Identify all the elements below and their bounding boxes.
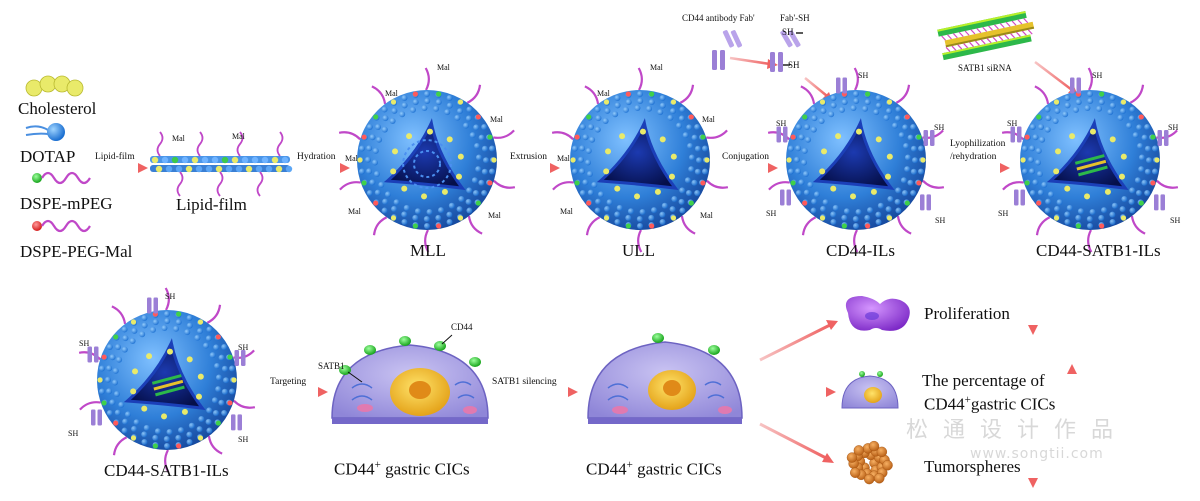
lipid-film-graphic	[150, 131, 293, 197]
legend-dspe-peg-mal: DSPE-PEG-Mal	[20, 242, 133, 261]
tag-mal: Mal	[172, 134, 185, 143]
step-extrusion: Extrusion	[510, 152, 547, 162]
tag-mal: Mal	[702, 115, 715, 124]
sirna-icon	[937, 11, 1035, 61]
reagent-fab-sh: Fab'-SH	[780, 13, 810, 23]
tag-mal: Mal	[597, 89, 610, 98]
arrows	[92, 56, 1078, 488]
gastric-cic-cell-1	[331, 334, 489, 424]
gastric-cic-cell-2	[587, 333, 743, 424]
outcome-proliferation: Proliferation	[924, 304, 1010, 323]
tag-sh: SH	[79, 339, 90, 348]
cholesterol-icon	[25, 75, 84, 97]
tag-mal: Mal	[385, 89, 398, 98]
legend-dspe-mpeg: DSPE-mPEG	[20, 194, 113, 213]
dspe-mpeg-icon	[32, 171, 91, 185]
watermark-chars: 松 通 设 计 作 品	[906, 418, 1117, 443]
product-lipid-film: Lipid-film	[176, 195, 247, 214]
step-lipid-film: Lipid-film	[95, 152, 135, 162]
step-satb1-silencing: SATB1 silencing	[492, 377, 557, 387]
step-conjugation: Conjugation	[722, 152, 769, 162]
cd44-satb1-ils-liposome	[1001, 67, 1179, 253]
tag-sh: SH	[238, 343, 249, 352]
outcome-tumorspheres: Tumorspheres	[924, 457, 1021, 476]
step-lyophilization: Lyophilization	[950, 139, 1006, 149]
fab-sh-icon	[770, 30, 803, 72]
tag-mal: Mal	[437, 63, 450, 72]
tag-sh: SH	[1168, 123, 1179, 132]
product-cd44-ils: CD44-ILs	[826, 241, 895, 260]
tag-mal: Mal	[560, 207, 573, 216]
step-targeting: Targeting	[270, 377, 307, 387]
dspe-peg-mal-icon	[32, 219, 91, 233]
watermark-url: www.songtii.com	[970, 446, 1104, 462]
tag-sh: SH	[1007, 119, 1018, 128]
tag-sh-fab-2: SH	[788, 60, 800, 70]
outcome-percentage-1: The percentage of	[922, 371, 1045, 390]
product-ull: ULL	[622, 241, 656, 260]
tag-mal: Mal	[348, 207, 361, 216]
tag-sh: SH	[165, 292, 176, 301]
cell-label-2: CD44+ gastric CICs	[586, 459, 722, 479]
tag-mal: Mal	[650, 63, 663, 72]
tag-sh: SH	[68, 429, 79, 438]
fab-fragment-icon	[712, 30, 743, 70]
tag-sh: SH	[766, 209, 777, 218]
step-hydration: Hydration	[297, 152, 336, 162]
tag-sh: SH	[998, 209, 1009, 218]
tag-sh: SH	[858, 71, 869, 80]
product-cd44-satb1-ils: CD44-SATB1-ILs	[1036, 241, 1161, 260]
ull-liposome	[551, 67, 729, 253]
reagent-sirna: SATB1 siRNA	[958, 63, 1012, 73]
tag-mal: Mal	[488, 211, 501, 220]
product-cd44-satb1-ils-2: CD44-SATB1-ILs	[104, 461, 229, 480]
tag-mal: Mal	[232, 132, 245, 141]
tag-sh: SH	[1170, 216, 1181, 225]
tag-mal: Mal	[490, 115, 503, 124]
tag-sh: SH	[238, 435, 249, 444]
dotap-icon	[25, 123, 65, 141]
tag-sh: SH	[935, 216, 946, 225]
reagent-fab: CD44 antibody Fab'	[682, 13, 755, 23]
tag-mal: Mal	[700, 211, 713, 220]
mll-liposome	[338, 67, 516, 253]
tag-sh: SH	[1092, 71, 1103, 80]
legend-dotap: DOTAP	[20, 147, 76, 166]
outcome-percentage-2: CD44+gastric CICs	[924, 394, 1056, 414]
tag-mal: Mal	[557, 154, 570, 163]
cd44-ils-liposome	[767, 67, 945, 253]
step-rehydration: /rehydration	[950, 152, 997, 162]
tag-mal: Mal	[345, 154, 358, 163]
tumorsphere-icon	[846, 440, 893, 485]
tag-satb1: SATB1	[318, 361, 345, 371]
reduced-cell-icon	[841, 371, 899, 409]
legend-cholesterol: Cholesterol	[18, 99, 97, 118]
product-mll: MLL	[410, 241, 446, 260]
cell-label-1: CD44+ gastric CICs	[334, 459, 470, 479]
tag-sh-fab: SH	[782, 27, 794, 37]
tag-sh: SH	[776, 119, 787, 128]
tag-sh: SH	[934, 123, 945, 132]
proliferation-icon	[845, 296, 910, 331]
cd44-satb1-ils-liposome-2	[78, 287, 256, 473]
tag-cd44: CD44	[451, 322, 473, 332]
